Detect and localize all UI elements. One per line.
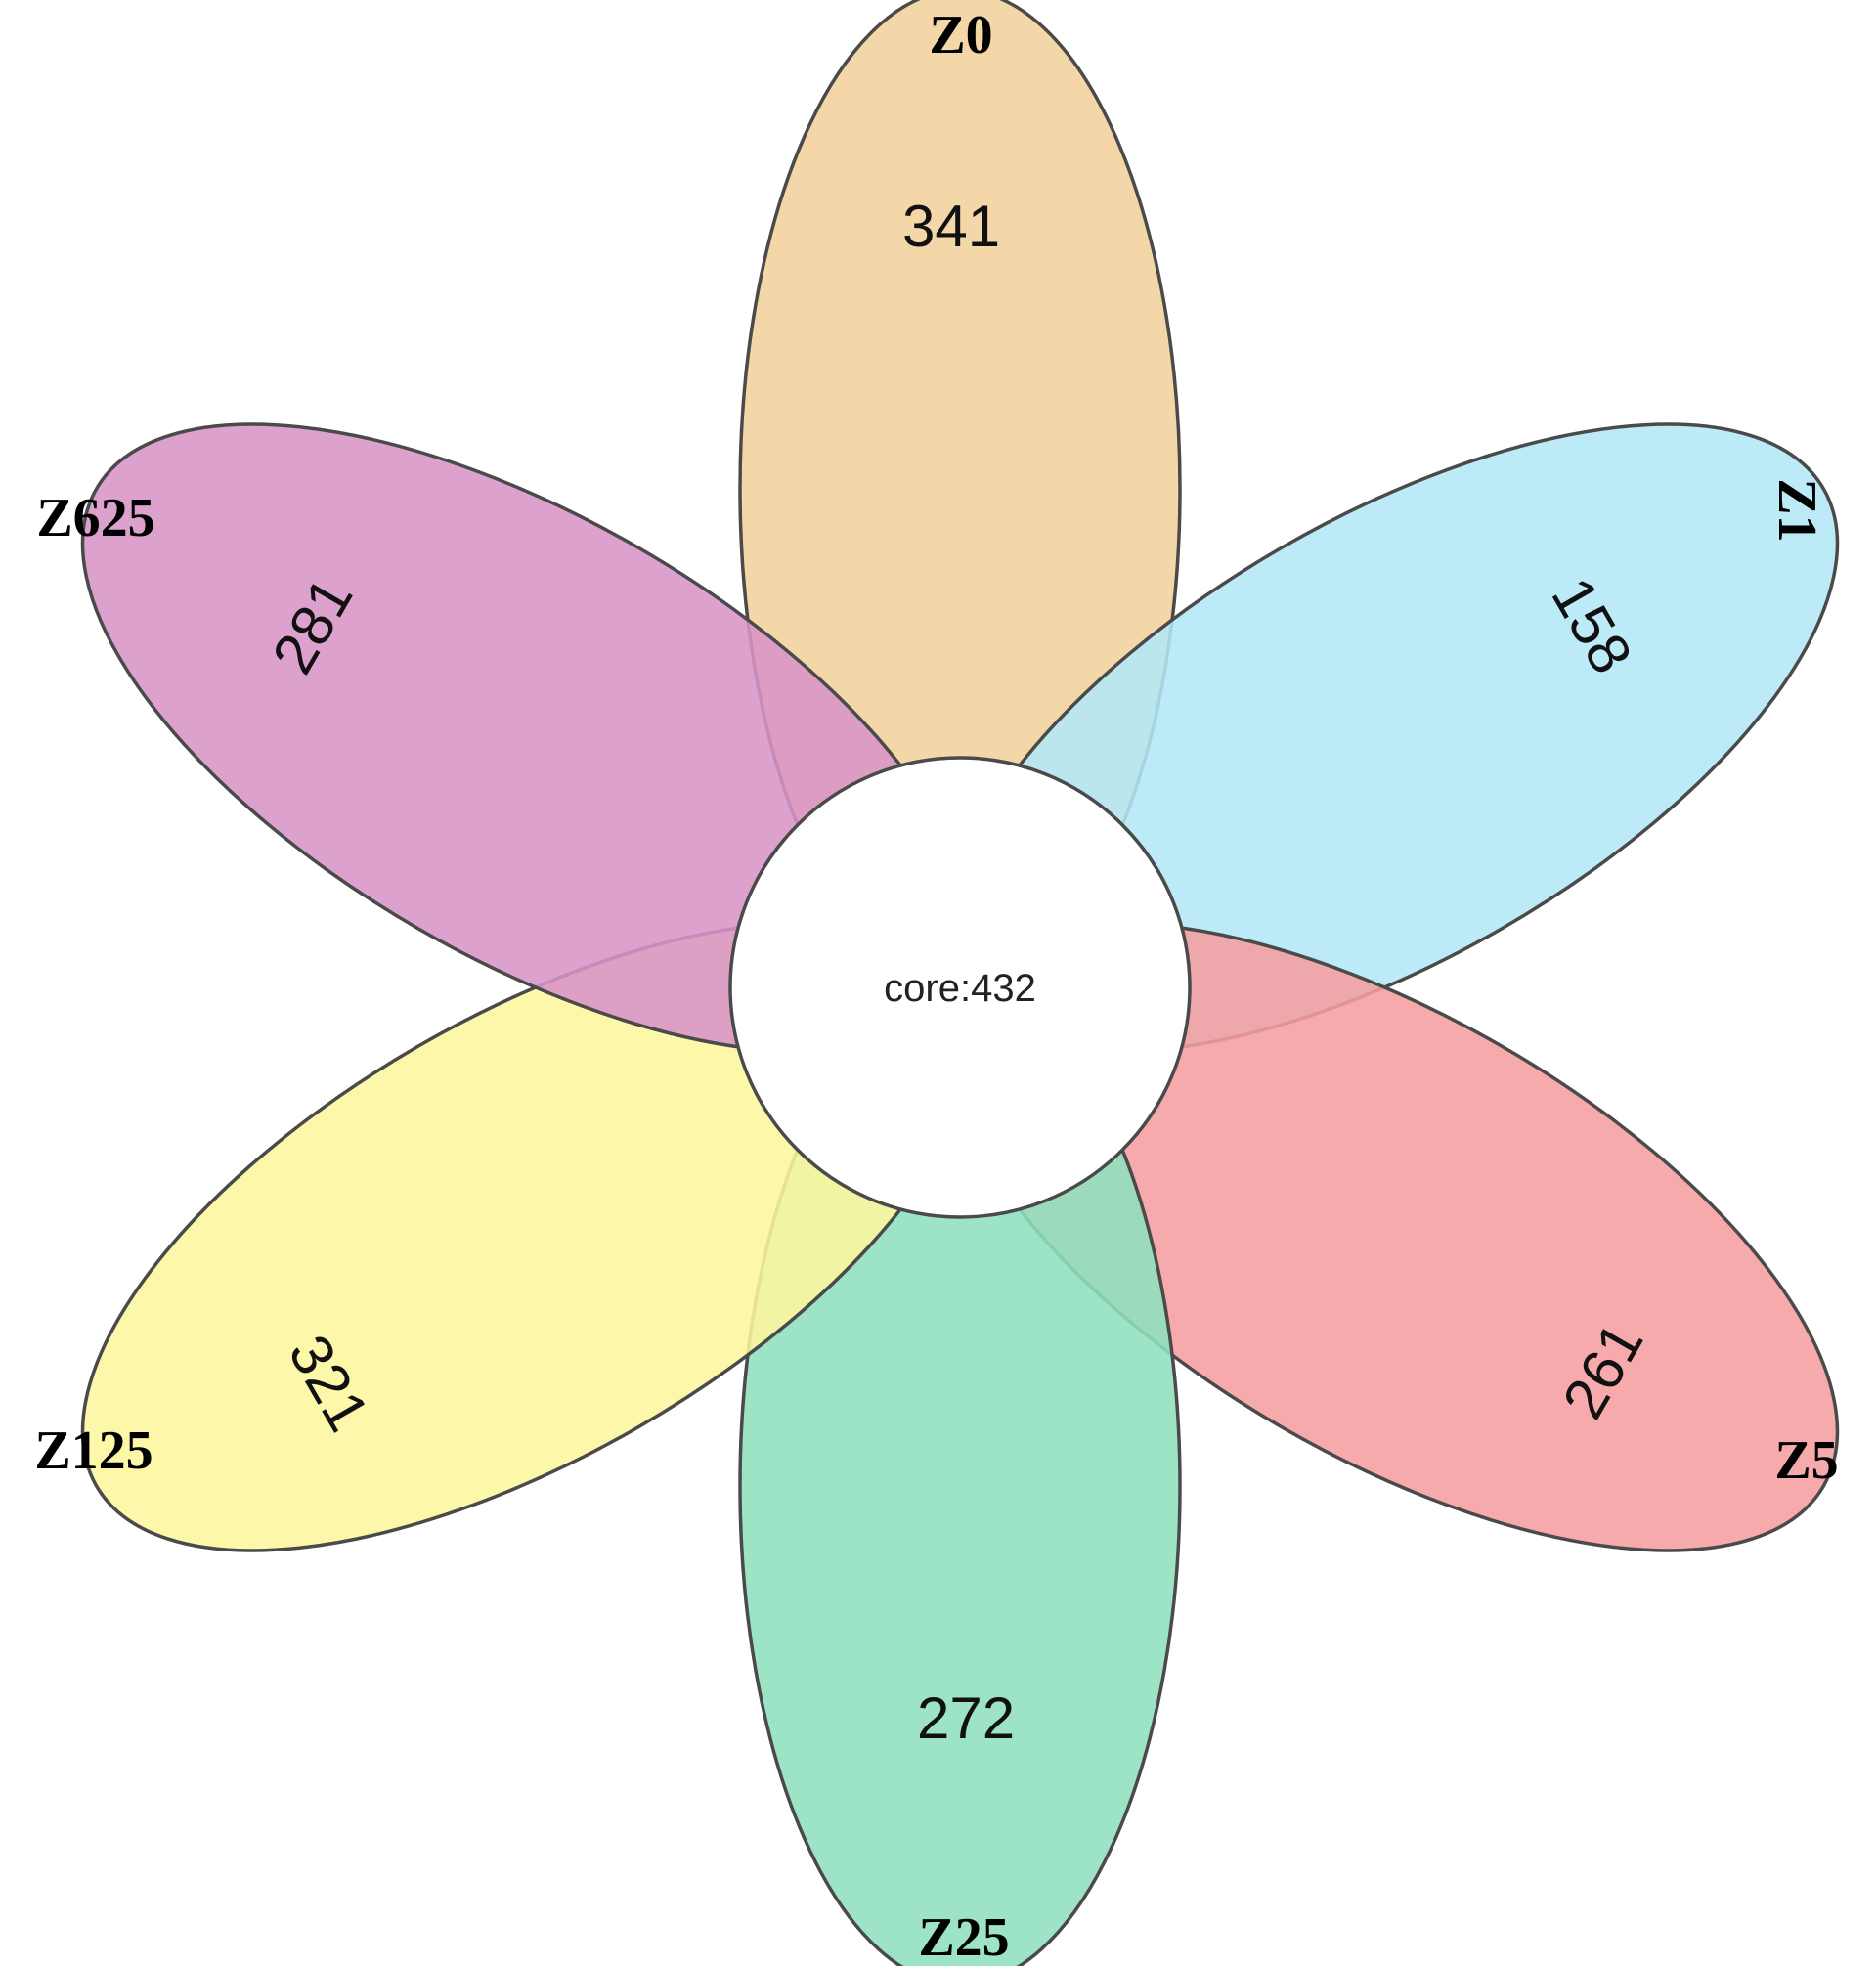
set-label-z125: Z125 — [34, 1420, 153, 1481]
set-label-z1: Z1 — [1767, 478, 1827, 542]
set-label-z25: Z25 — [918, 1907, 1009, 1966]
petal-count-z0: 341 — [902, 194, 1000, 259]
petal-count-z25: 272 — [917, 1685, 1015, 1751]
core-label: core:432 — [884, 967, 1036, 1010]
core-circle — [728, 756, 1192, 1219]
set-label-z5: Z5 — [1774, 1430, 1838, 1491]
set-label-z625: Z625 — [36, 488, 154, 548]
set-label-z0: Z0 — [929, 5, 992, 66]
